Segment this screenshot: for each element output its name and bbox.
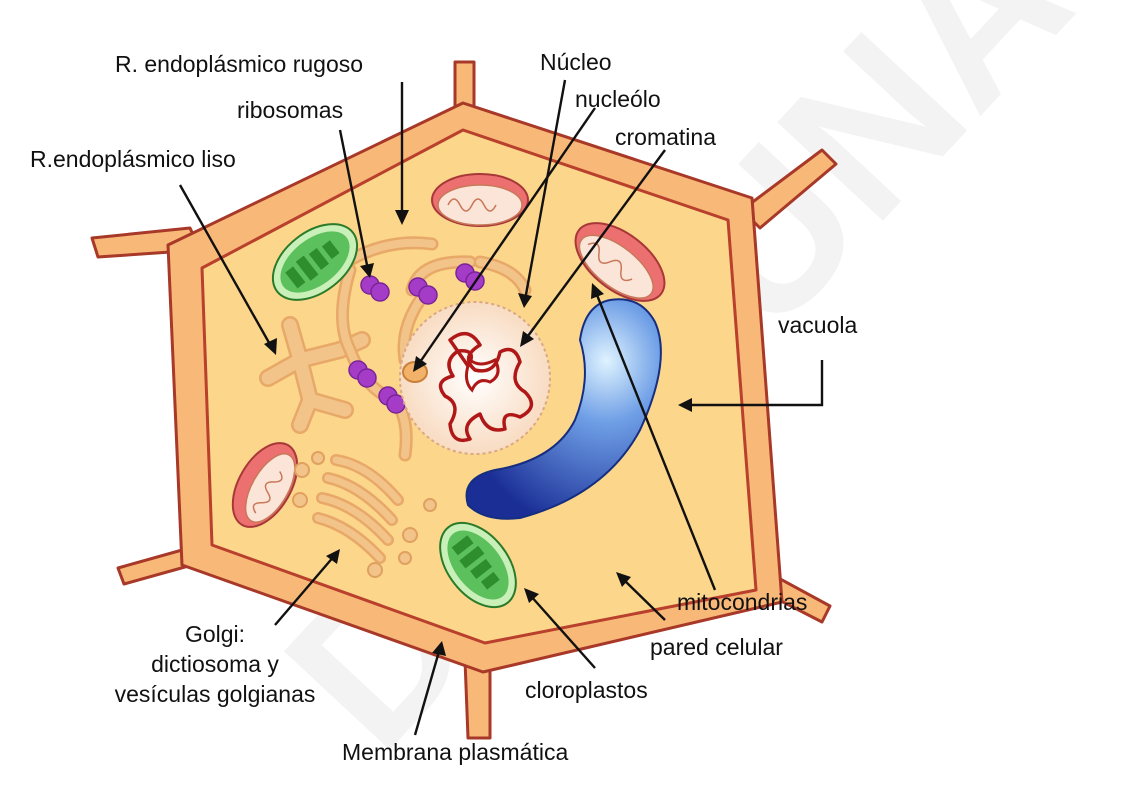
label-golgi-3: vesículas golgianas	[115, 681, 316, 707]
label-cromatina: cromatina	[615, 124, 716, 150]
mitochondrion-top	[432, 174, 528, 226]
label-rel: R.endoplásmico liso	[30, 146, 236, 172]
label-mitocondrias: mitocondrias	[677, 589, 807, 615]
label-nucleolo: nucleólo	[575, 86, 661, 112]
label-golgi-1: Golgi:	[185, 621, 245, 647]
label-pared: pared celular	[650, 634, 783, 660]
label-golgi-2: dictiosoma y	[151, 651, 279, 677]
label-ribosomas: ribosomas	[237, 97, 343, 123]
label-cloroplastos: cloroplastos	[525, 677, 648, 703]
label-nucleo: Núcleo	[540, 49, 612, 75]
label-rer: R. endoplásmico rugoso	[115, 51, 363, 77]
label-vacuola: vacuola	[778, 312, 857, 338]
label-membrana: Membrana plasmática	[342, 739, 568, 765]
nucleus	[400, 302, 550, 454]
